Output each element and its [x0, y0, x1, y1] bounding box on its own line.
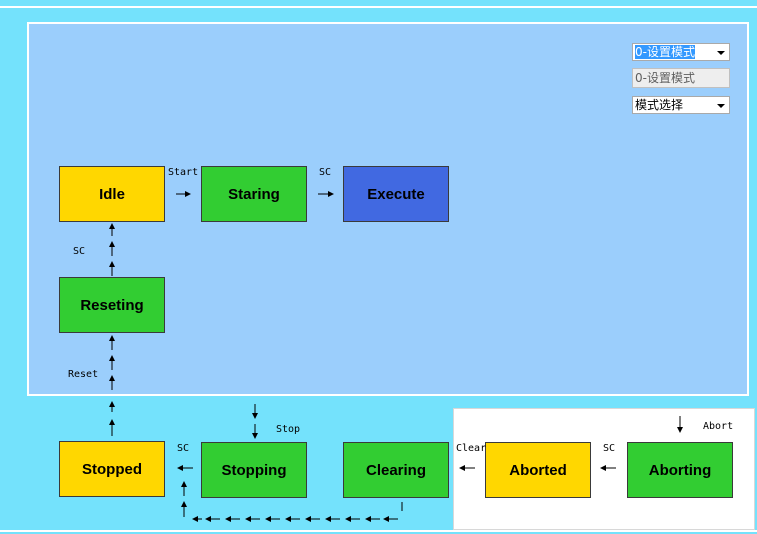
label-sc-idle: SC	[73, 246, 86, 257]
bottom-divider	[0, 530, 757, 532]
label-stop: Stop	[276, 424, 301, 435]
label-clear: Clear	[456, 443, 487, 454]
label-sc-staring: SC	[319, 167, 332, 178]
chevron-down-icon	[717, 104, 725, 108]
state-aborting: Aborting	[627, 442, 733, 498]
label-reset: Reset	[68, 369, 99, 380]
state-idle: Idle	[59, 166, 165, 222]
label-start: Start	[168, 167, 199, 178]
mode-display-field[interactable]: 0-设置模式	[632, 68, 730, 88]
state-clearing: Clearing	[343, 442, 449, 498]
state-stopped: Stopped	[59, 441, 165, 497]
mode-choice-value: 模式选择	[635, 98, 684, 112]
state-reseting: Reseting	[59, 277, 165, 333]
mode-select[interactable]: 0-设置模式	[632, 43, 730, 61]
state-staring: Staring	[201, 166, 307, 222]
chevron-down-icon	[717, 51, 725, 55]
label-sc-aborted: SC	[603, 443, 616, 454]
mode-select-value: 0-设置模式	[635, 45, 695, 59]
state-stopping: Stopping	[201, 442, 307, 498]
mode-choice-select[interactable]: 模式选择	[632, 96, 730, 114]
top-divider	[0, 6, 757, 8]
label-abort: Abort	[703, 421, 734, 432]
state-aborted: Aborted	[485, 442, 591, 498]
label-sc-stopped: SC	[177, 443, 190, 454]
state-execute: Execute	[343, 166, 449, 222]
